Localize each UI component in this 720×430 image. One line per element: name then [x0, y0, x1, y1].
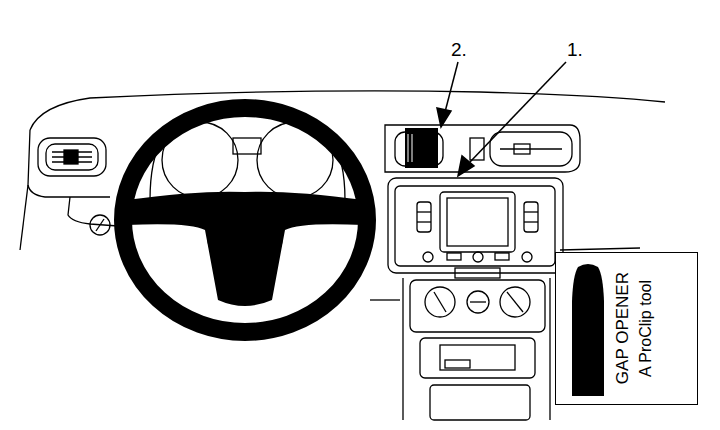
- callout-number: 1.: [566, 40, 584, 59]
- inset-text-column: GAP OPENER A ProClip tool: [614, 253, 655, 404]
- tool-name: GAP OPENER: [614, 272, 632, 384]
- callout-number: 2.: [450, 40, 468, 59]
- tool-description: A ProClip tool: [638, 280, 655, 377]
- tool-shape: [572, 264, 604, 396]
- tool-inset-box: GAP OPENER A ProClip tool: [555, 252, 698, 405]
- gap-opener-tool-icon: [556, 253, 616, 406]
